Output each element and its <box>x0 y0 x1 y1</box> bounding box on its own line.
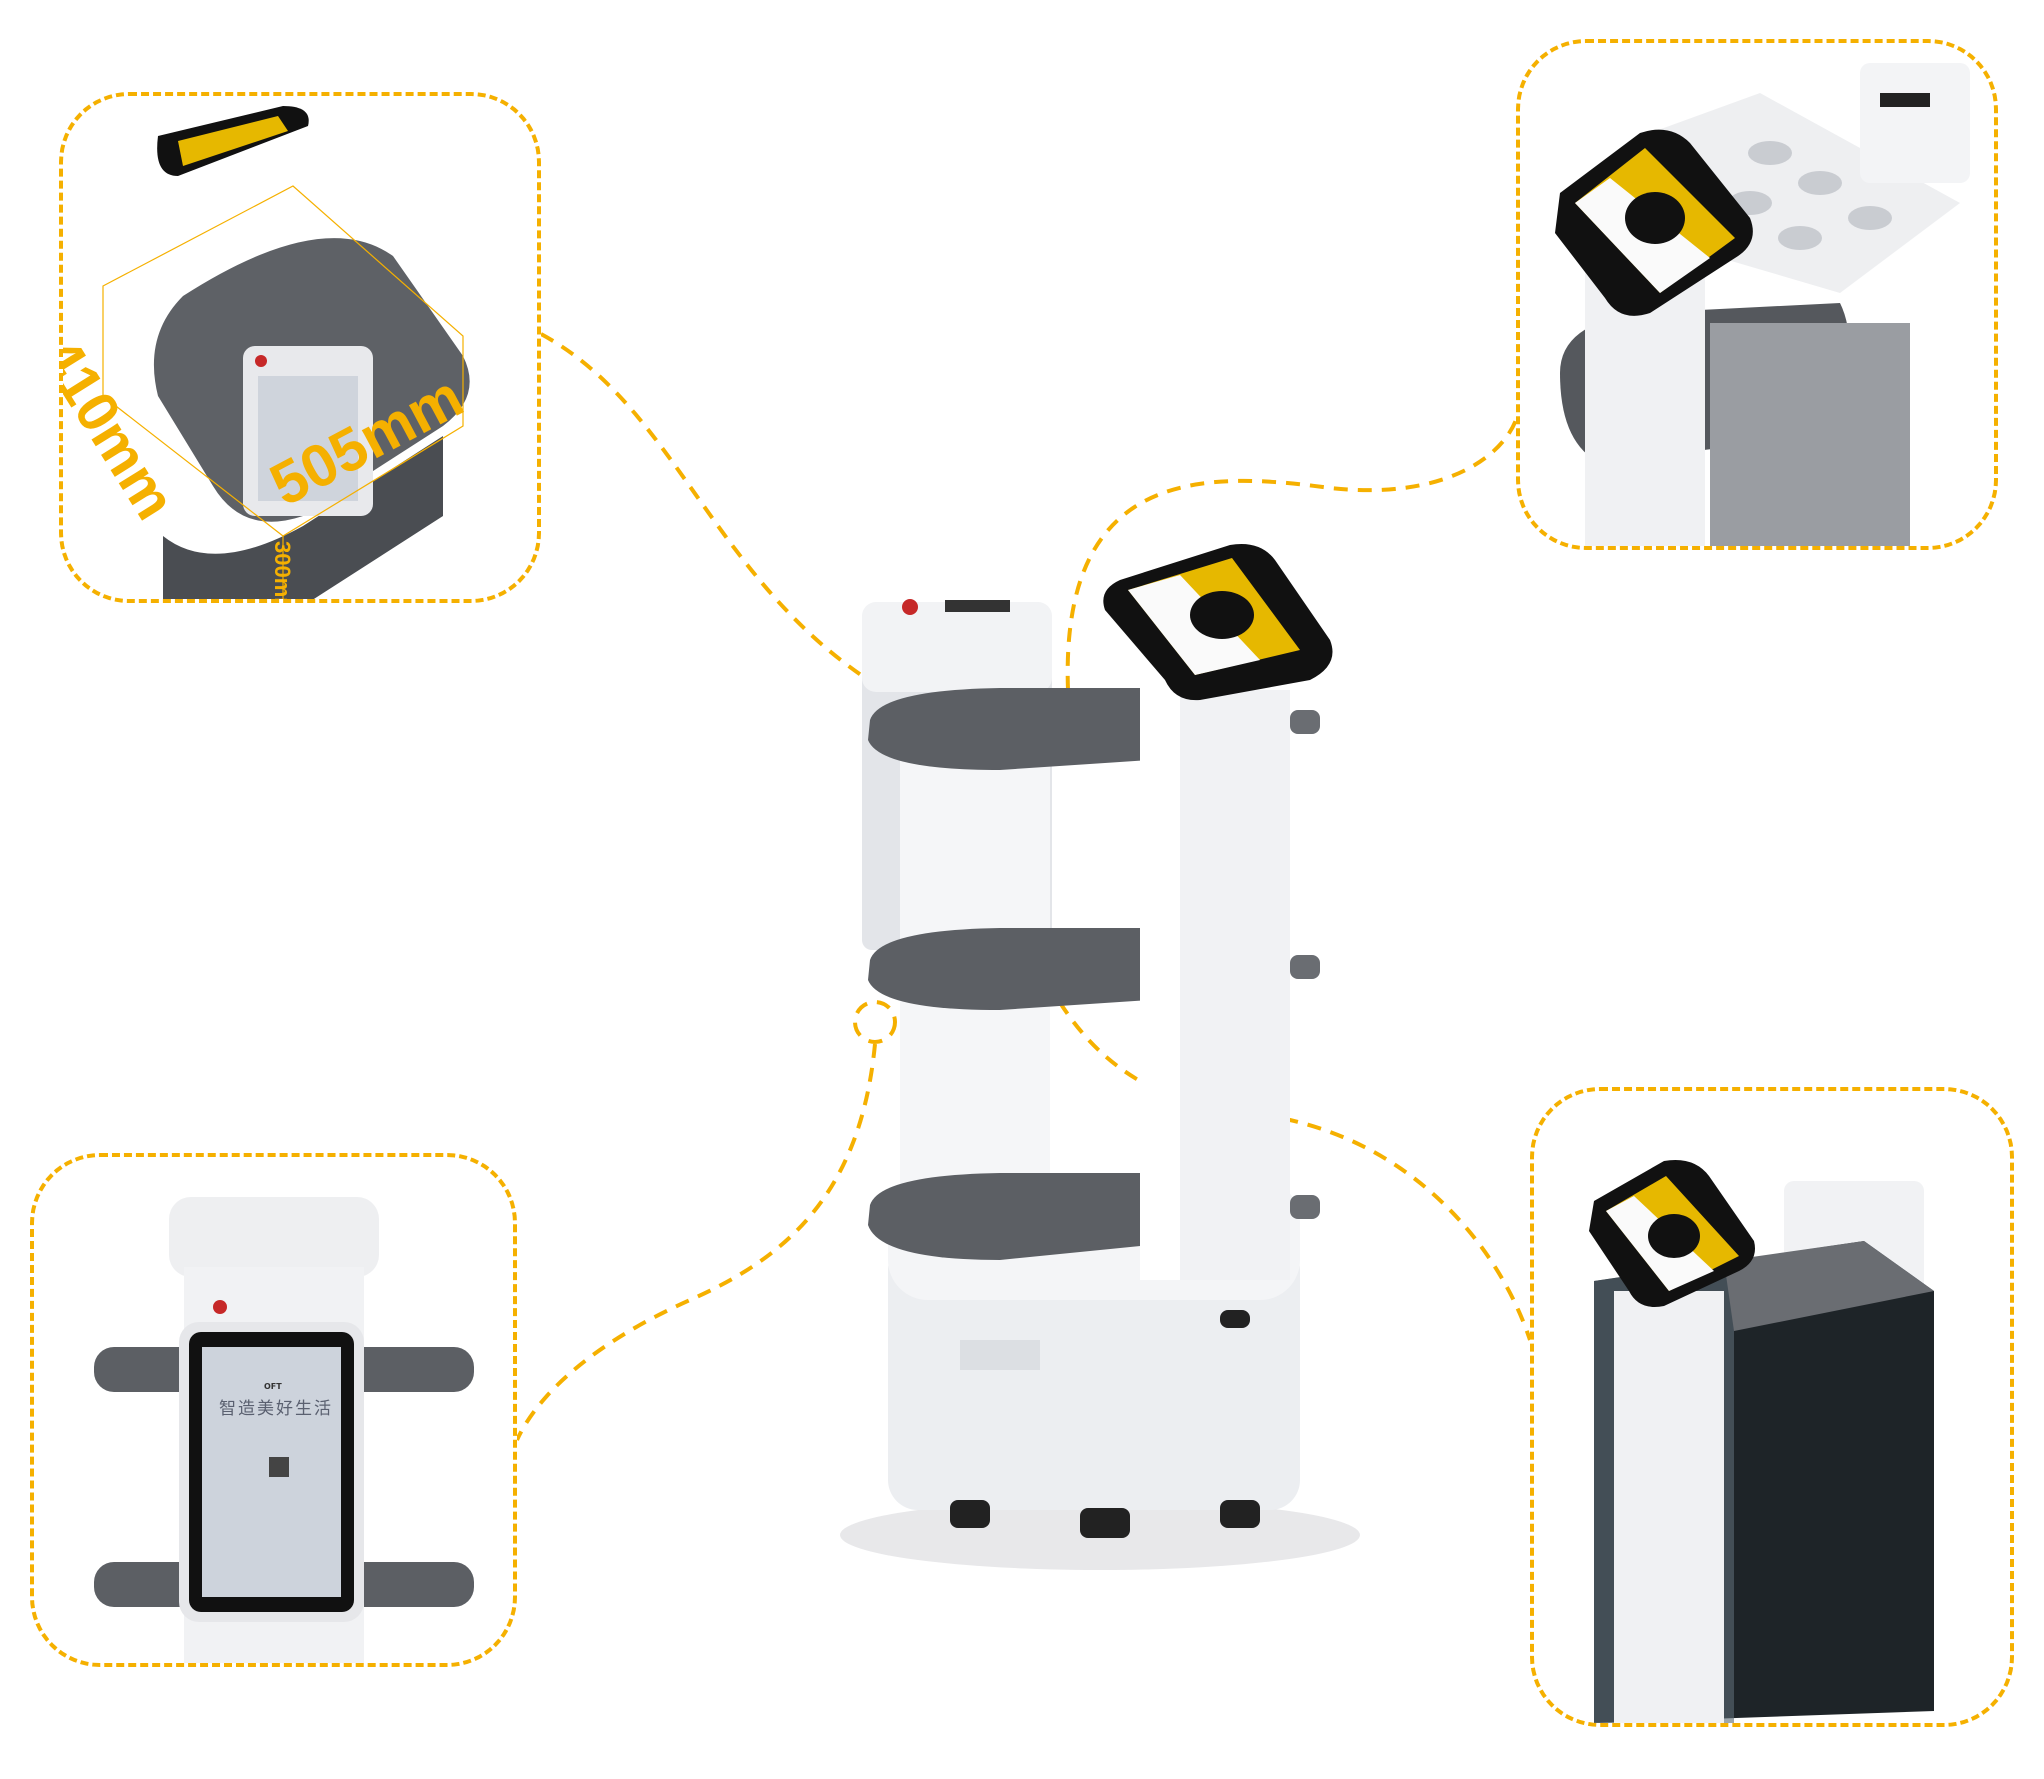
detail-panel-cup-holder <box>1516 39 1998 550</box>
brand-logo: OFT <box>264 1382 282 1391</box>
connector-top-right <box>1065 419 1518 691</box>
height-dimension-label: 300mm <box>270 541 295 603</box>
screen-slogan: 智造美好生活 <box>219 1399 333 1419</box>
delivery-robot <box>840 544 1360 1570</box>
enclosed-cabinet-render <box>1589 1160 1934 1723</box>
connector-bottom-left <box>515 1043 877 1441</box>
display-render <box>94 1197 474 1663</box>
robot-dimension-render <box>102 106 470 599</box>
hotspot-circle <box>853 1000 897 1044</box>
detail-panel-enclosed-cabinet <box>1530 1087 2014 1727</box>
detail-panel-display: OFT 智造美好生活 <box>30 1153 517 1667</box>
cup-holder-render <box>1555 63 1970 546</box>
detail-panel-dimensions: 410mm 505mm 300mm <box>59 92 541 603</box>
